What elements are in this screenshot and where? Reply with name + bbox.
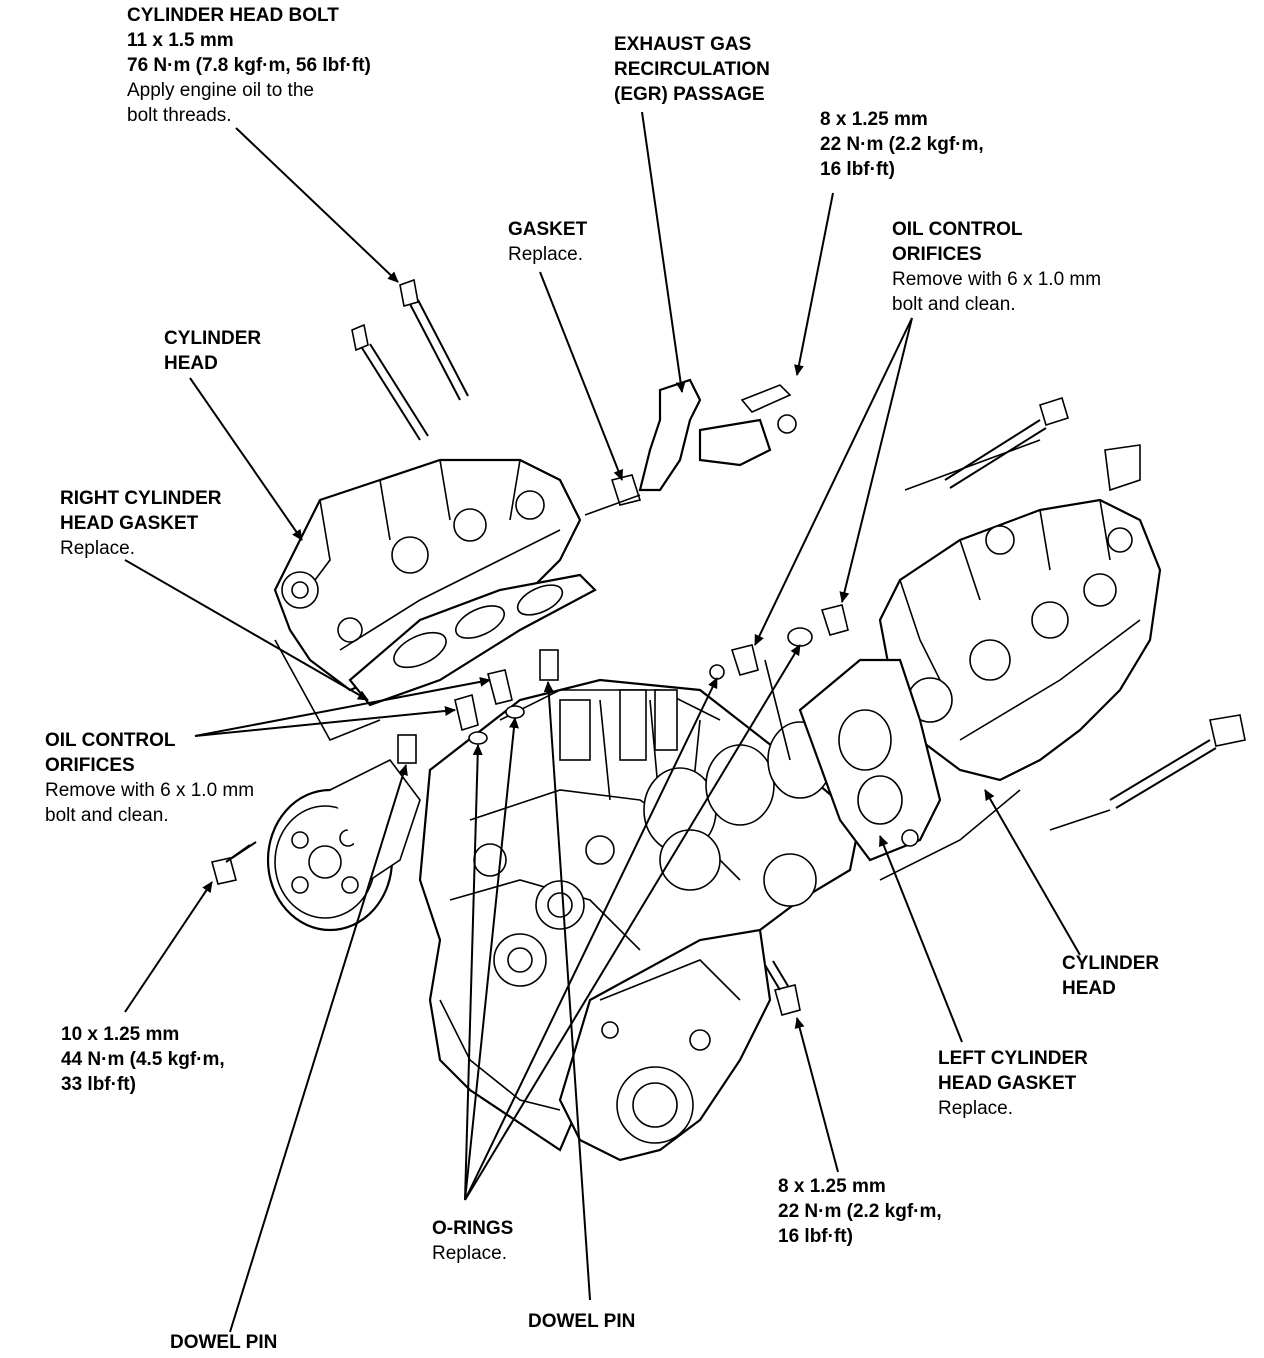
callout-text: 8 x 1.25 mm (820, 109, 928, 130)
callout-text: 10 x 1.25 mm (61, 1024, 180, 1045)
callout-text: 22 N·m (2.2 kgf·m, (820, 134, 984, 155)
callout-text: EXHAUST GAS (614, 34, 752, 55)
left-head-gasket (798, 658, 942, 862)
leader-lines (124, 111, 1081, 1333)
callout-text: 33 lbf·ft) (61, 1074, 136, 1095)
callout-text: O-RINGS (432, 1218, 514, 1239)
callout-cylinder-head-left: CYLINDER HEAD (164, 326, 261, 376)
callout-text: ORIFICES (45, 755, 135, 776)
callout-text: RECIRCULATION (614, 59, 770, 80)
callout-text: HEAD (164, 353, 218, 374)
callout-left-head-gasket: LEFT CYLINDER HEAD GASKET Replace. (938, 1046, 1088, 1121)
callout-text: bolt and clean. (45, 805, 169, 826)
engine-block (418, 678, 862, 1162)
callout-text: CYLINDER (1062, 953, 1160, 974)
right-cylinder-head (273, 458, 582, 692)
callout-cylinder-head-bolt: CYLINDER HEAD BOLT 11 x 1.5 mm 76 N·m (7… (127, 3, 371, 128)
o-rings-and-orifices (397, 604, 849, 764)
callout-text: Replace. (432, 1243, 507, 1264)
callout-bolt-8-bottom: 8 x 1.25 mm 22 N·m (2.2 kgf·m, 16 lbf·ft… (778, 1174, 942, 1249)
pulley (266, 758, 421, 932)
callout-text: DOWEL PIN (170, 1332, 278, 1353)
callout-oil-control-orifices-left: OIL CONTROL ORIFICES Remove with 6 x 1.0… (45, 728, 254, 828)
callout-text: Remove with 6 x 1.0 mm (45, 780, 255, 801)
callout-text: ORIFICES (892, 244, 982, 265)
callout-o-rings: O-RINGS Replace. (432, 1216, 513, 1266)
small-bolts (211, 841, 801, 1016)
egr-pipe (610, 378, 797, 506)
callout-cylinder-head-right: CYLINDER HEAD (1062, 951, 1159, 1001)
callout-text: 76 N·m (7.8 kgf·m, 56 lbf·ft) (127, 55, 371, 76)
callout-text: 44 N·m (4.5 kgf·m, (61, 1049, 225, 1070)
callout-text: bolt threads. (127, 105, 232, 126)
callout-text: HEAD (1062, 978, 1116, 999)
callout-gasket: GASKET Replace. (508, 217, 587, 267)
callout-bolt-8-top: 8 x 1.25 mm 22 N·m (2.2 kgf·m, 16 lbf·ft… (820, 107, 984, 182)
right-head-gasket (348, 573, 597, 707)
callout-text: 16 lbf·ft) (820, 159, 895, 180)
callout-text: (EGR) PASSAGE (614, 84, 765, 105)
cylinder-head-bolts (351, 278, 469, 441)
callout-oil-control-orifices-right: OIL CONTROL ORIFICES Remove with 6 x 1.0… (892, 217, 1101, 317)
callout-text: CYLINDER (164, 328, 262, 349)
callout-egr-passage: EXHAUST GAS RECIRCULATION (EGR) PASSAGE (614, 32, 770, 107)
callout-text: 22 N·m (2.2 kgf·m, (778, 1201, 942, 1222)
callout-right-head-gasket: RIGHT CYLINDER HEAD GASKET Replace. (60, 486, 222, 561)
callout-text: Replace. (60, 538, 135, 559)
callout-text: Replace. (508, 244, 583, 265)
callout-text: CYLINDER HEAD BOLT (127, 5, 339, 26)
callout-text: 16 lbf·ft) (778, 1226, 853, 1247)
callout-text: LEFT CYLINDER (938, 1048, 1088, 1069)
callout-text: 11 x 1.5 mm (127, 30, 234, 51)
callout-text: HEAD GASKET (938, 1073, 1077, 1094)
callout-text: RIGHT CYLINDER (60, 488, 222, 509)
callout-text: OIL CONTROL (892, 219, 1023, 240)
callout-text: bolt and clean. (892, 294, 1016, 315)
callout-bolt-10: 10 x 1.25 mm 44 N·m (4.5 kgf·m, 33 lbf·f… (61, 1022, 225, 1097)
callout-dowel-pin-center: DOWEL PIN (528, 1309, 635, 1334)
callout-text: GASKET (508, 219, 588, 240)
callout-text: DOWEL PIN (528, 1311, 636, 1332)
callout-text: HEAD GASKET (60, 513, 199, 534)
callout-text: Remove with 6 x 1.0 mm (892, 269, 1102, 290)
left-cylinder-head (878, 444, 1162, 782)
callout-text: OIL CONTROL (45, 730, 176, 751)
callout-text: 8 x 1.25 mm (778, 1176, 886, 1197)
callout-text: Apply engine oil to the (127, 80, 314, 101)
callout-dowel-pin-left: DOWEL PIN (170, 1330, 277, 1355)
callout-text: Replace. (938, 1098, 1013, 1119)
alignment-lines (274, 439, 1111, 881)
